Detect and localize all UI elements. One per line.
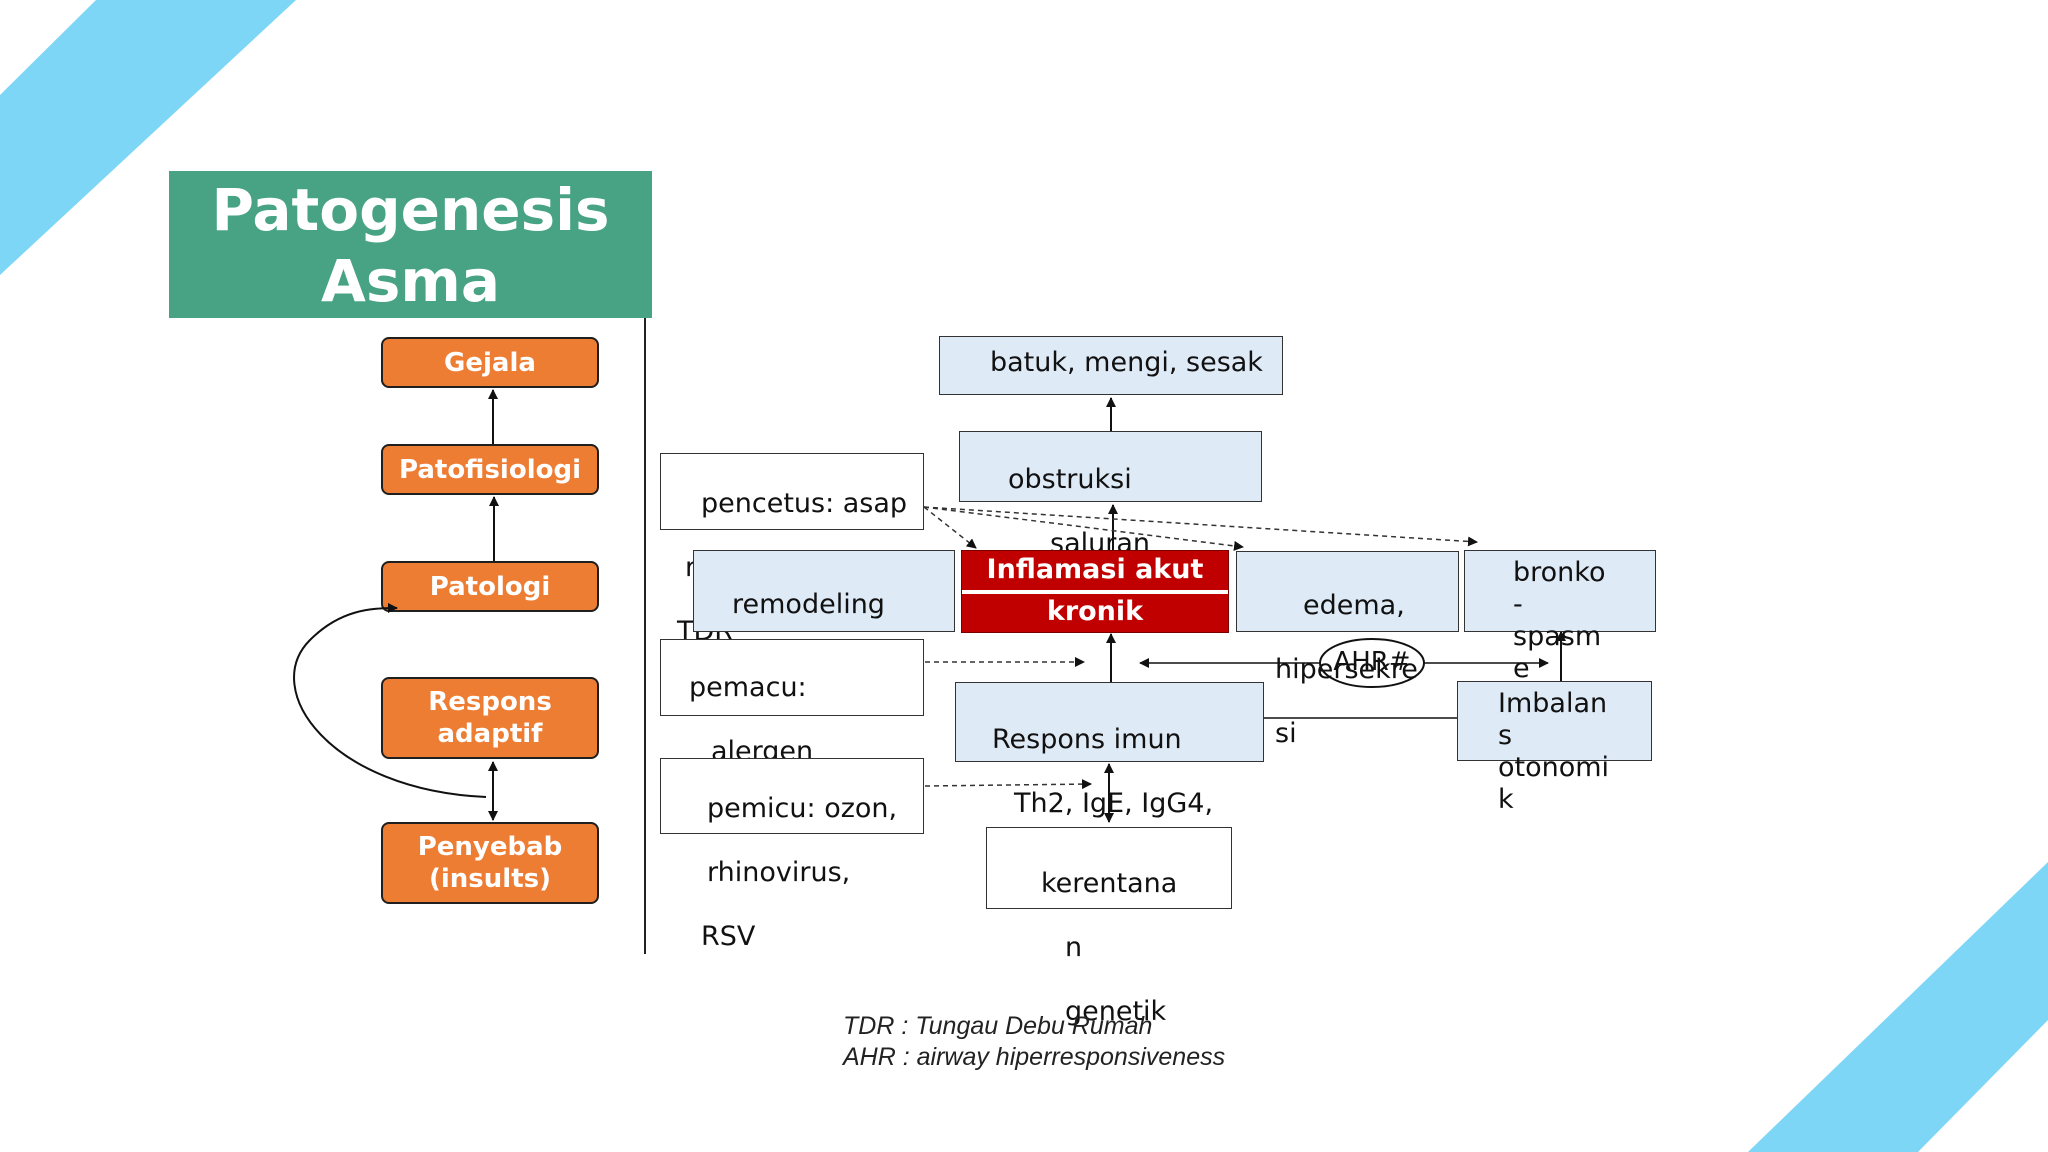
dashed-arrow-smoke-to-bronchospasm (923, 506, 1478, 547)
level-box-pathophysiology: Patofisiologi (381, 444, 599, 495)
ahr-label: AHR# (1333, 647, 1411, 677)
node-precipitant-allergen: pemacu: alergen indoor, jamur (660, 639, 924, 831)
node-trigger-ozone: pemicu: ozon, rhinovirus, RSV (660, 758, 924, 952)
node-trigger-smoke-line1: pencetus: asap (701, 488, 908, 519)
level-label: Gejala (444, 347, 536, 378)
level-box-pathology: Patologi (381, 561, 599, 612)
node-trigger-smoke: pencetus: asap rokok, debu, TDR (660, 453, 924, 647)
node-genetic: kerentana n genetik (986, 827, 1232, 1027)
node-allergen-line1: pemacu: (689, 672, 807, 703)
level-label: Penyebab (insults) (417, 832, 563, 894)
node-ozone-line2: rhinovirus, (707, 857, 851, 888)
node-genetic-line3: genetik (1065, 996, 1167, 1027)
node-genetic-line2: n (1065, 932, 1083, 963)
node-edema: edema, hipersekre si (1236, 551, 1459, 749)
ahr-ellipse (1319, 638, 1425, 688)
level-box-causes: Penyebab (insults) (381, 822, 599, 904)
vertical-divider (644, 318, 646, 954)
node-bronchospasm: bronko - spasm e (1464, 550, 1656, 684)
node-obstruction: obstruksi saluran respiratori (959, 431, 1262, 623)
node-inflammation: Inflamasi akut kronik (961, 550, 1229, 633)
node-autonomic-imbalance: Imbalan s otonomi k (1457, 681, 1652, 815)
slide-title-text: Patogenesis Asma (211, 176, 610, 315)
level-label: Patofisiologi (398, 454, 581, 485)
node-genetic-line1: kerentana (1041, 868, 1178, 899)
level-label: Patologi (429, 571, 551, 602)
node-edema-line1: edema, (1303, 590, 1405, 621)
node-inflammation-line2: kronik (1046, 596, 1144, 627)
dashed-arrow-smoke-to-inflammation (923, 506, 977, 549)
footnote-tdr: TDR : Tungau Debu Rumah (843, 1012, 1153, 1040)
dashed-arrow-ozone-to-axis (924, 779, 1092, 790)
footnote-ahr: AHR : airway hiperresponsiveness (843, 1043, 1226, 1071)
slide-title: Patogenesis Asma (169, 171, 652, 318)
level-label: Respons adaptif (428, 687, 552, 749)
node-inflammation-line1: Inflamasi akut (986, 554, 1204, 585)
node-ozone-line3: RSV (701, 921, 756, 952)
node-immune-response: Respons imun Th2, IgE, IgG4, IgG1 (955, 682, 1264, 883)
node-remodeling-line1: remodeling (732, 589, 885, 620)
node-obstruction-line1: obstruksi (1008, 464, 1132, 495)
footnotes: TDR : Tungau Debu Rumah AHR : airway hip… (843, 1011, 1225, 1073)
node-immune-line2: Th2, IgE, IgG4, (1014, 788, 1214, 819)
node-ozone-line1: pemicu: ozon, (707, 793, 898, 824)
node-edema-line2: hipersekre (1275, 654, 1418, 685)
node-symptoms: batuk, mengi, sesak (939, 336, 1283, 395)
node-inflammation-separator (962, 590, 1228, 594)
node-immune-line1: Respons imun (992, 724, 1182, 755)
node-edema-line3: si (1275, 718, 1297, 749)
node-remodeling: remodeling sal. respiratori (693, 550, 955, 632)
level-box-adaptive-response: Respons adaptif (381, 677, 599, 759)
level-box-symptoms: Gejala (381, 337, 599, 388)
curved-arrow-adaptive-to-pathology (293, 603, 487, 798)
